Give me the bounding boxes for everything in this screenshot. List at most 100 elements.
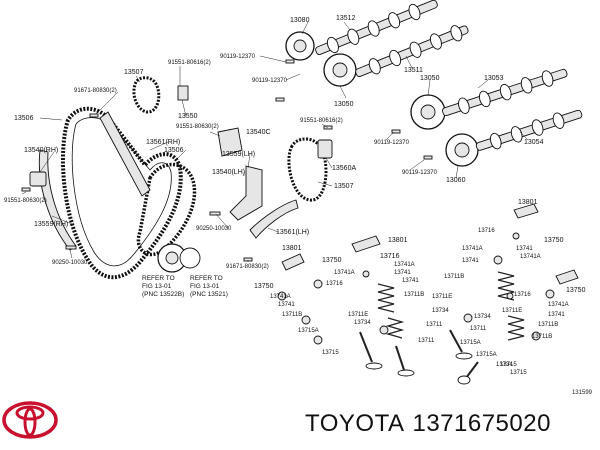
- label-13741a-e: 13741A: [548, 302, 569, 308]
- label-13050-a: 13050: [334, 101, 354, 108]
- retainer: [506, 292, 514, 300]
- valve-spring-d: [385, 317, 405, 339]
- label-13550: 13550: [178, 113, 198, 120]
- label-90119-12370-a: 90119-12370: [220, 54, 256, 60]
- retainer: [512, 232, 520, 240]
- label-13801-c: 13801: [518, 199, 538, 206]
- label-13507-a: 13507: [124, 69, 144, 76]
- cam-sprocket-hub: [454, 142, 470, 158]
- label-13715-c: 13715: [510, 370, 527, 376]
- retainer: [379, 325, 389, 335]
- retainer: [313, 279, 323, 289]
- label-13741-c1: 13741: [462, 258, 479, 264]
- label-13561-lh: 13561(LH): [276, 229, 309, 236]
- label-13741-d1: 13741: [548, 312, 565, 318]
- camshaft-13512: [315, 0, 438, 55]
- crank-sprocket-2: [179, 247, 201, 269]
- label-13711b-b: 13711B: [282, 312, 302, 318]
- bolt: [65, 245, 77, 250]
- refer-note-1-line1: REFER TO: [142, 275, 175, 282]
- label-90250-10030-b: 90250-10030: [196, 226, 232, 232]
- chain-tensioner-lh: [229, 165, 263, 221]
- valve-spring-c: [507, 315, 525, 341]
- crank-sprocket-hub: [165, 251, 179, 265]
- label-13750-c: 13750: [544, 237, 564, 244]
- label-13711b-a: 13711B: [404, 292, 424, 298]
- label-13741-b1: 13741: [278, 302, 295, 308]
- label-13540-lh: 13540(LH): [212, 169, 245, 176]
- label-13711b-e: 13711B: [532, 334, 552, 340]
- camshaft-13054: [475, 109, 583, 151]
- label-90119-12370-d: 90119-12370: [402, 170, 438, 176]
- refer-note-1-line2: FIG 13-01: [142, 283, 172, 290]
- label-13715-b: 13715: [500, 362, 517, 368]
- retainer: [463, 313, 473, 323]
- bolt: [391, 129, 401, 134]
- label-13561-rh: 13561(RH): [146, 139, 180, 146]
- label-13711-a: 13711: [418, 338, 435, 344]
- tensioner-13560a: [317, 139, 333, 159]
- label-13540c: 13540C: [246, 129, 271, 136]
- chain-tensioner-arm: [99, 111, 151, 197]
- bolt: [21, 187, 31, 192]
- bolt: [423, 155, 433, 160]
- label-13507-b: 13507: [334, 183, 354, 190]
- valve-train-assembly: [277, 203, 579, 385]
- label-13511: 13511: [404, 67, 423, 74]
- refer-note-2-line1: REFER TO: [190, 275, 223, 282]
- label-91551-80616-a: 91551-80616(2): [168, 60, 211, 66]
- label-91671-80830-a: 91671-80830(2): [74, 88, 117, 94]
- label-13559-lh: 13559(LH): [222, 151, 255, 158]
- refer-note-2-line3: (PNC 13521): [190, 291, 228, 298]
- label-13506-a: 13506: [14, 115, 34, 122]
- tensioner-13550: [177, 85, 189, 101]
- label-13559-rh: 13559(RH): [34, 221, 68, 228]
- chain-13507-right: [287, 137, 328, 202]
- label-13506-b: 13506: [164, 147, 184, 154]
- label-91551-80630: 91551-80630(2): [176, 124, 219, 130]
- valve-13715-b: [457, 361, 479, 385]
- figure-number: 131599: [571, 390, 592, 396]
- label-90250-10030-a: 90250-10030: [52, 260, 88, 266]
- label-13741a-a2: 13741A: [394, 262, 415, 268]
- label-13715a-a: 13715A: [298, 328, 319, 334]
- label-13716-c: 13716: [478, 228, 495, 234]
- label-13080: 13080: [290, 17, 310, 24]
- label-91551-80616-b: 91551-80616(2): [300, 118, 343, 124]
- retainer: [301, 315, 311, 325]
- label-90119-12370-b: 90119-12370: [252, 78, 288, 84]
- cam-sprocket-hub: [293, 39, 307, 53]
- retainer: [531, 331, 541, 341]
- leader-lines: [21, 21, 529, 262]
- label-13050-b: 13050: [420, 75, 440, 82]
- label-13054: 13054: [524, 139, 544, 146]
- label-13716-a: 13716: [380, 253, 400, 260]
- tensioner-13540c: [217, 127, 243, 157]
- label-13734-d: 13734: [496, 362, 513, 368]
- brand-name: TOYOTA: [305, 410, 405, 437]
- refer-note-2-line2: FIG 13-01: [190, 283, 220, 290]
- label-13741-a2: 13741: [402, 278, 419, 284]
- label-13741a-d: 13741A: [520, 254, 541, 260]
- bolt: [89, 113, 99, 118]
- rocker-arm-13801-d: [555, 269, 579, 285]
- label-13711b-c: 13711B: [444, 274, 464, 280]
- camshaft-13511: [355, 25, 469, 77]
- label-13741a-c: 13741A: [462, 246, 483, 252]
- label-13715a-b: 13715A: [460, 340, 481, 346]
- valve-spring-b: [497, 271, 515, 301]
- timing-chain-rh: [60, 106, 183, 280]
- label-13711-c: 13711: [470, 326, 487, 332]
- label-13750-b: 13750: [254, 283, 274, 290]
- bolt: [275, 97, 285, 102]
- label-91551-80630-b: 91551-80630(2): [4, 198, 47, 204]
- label-13734-c: 13734: [474, 314, 491, 320]
- timing-chain-assembly: [21, 59, 433, 280]
- label-13741a-a: 13741A: [334, 270, 355, 276]
- valve-13711-a: [395, 345, 415, 377]
- label-13053: 13053: [484, 75, 504, 82]
- bolt: [285, 59, 295, 64]
- refer-note-1-line3: (PNC 13522B): [142, 291, 184, 298]
- part-labels: 13080 13512 90119-12370 91551-80616(2) 1…: [4, 15, 586, 376]
